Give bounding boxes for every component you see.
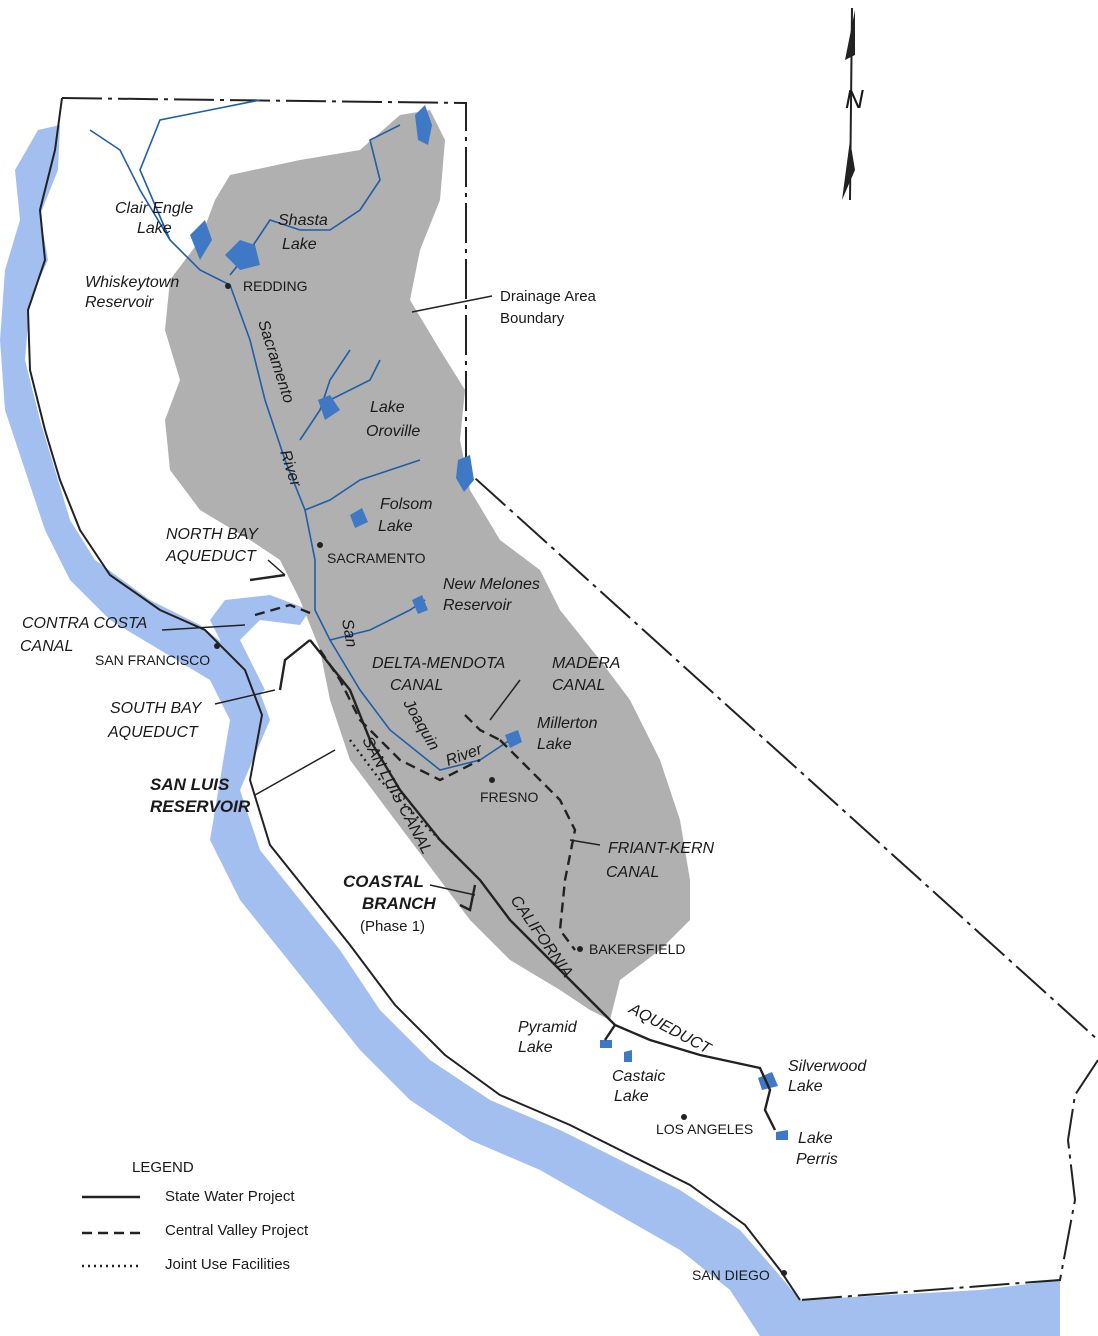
joint-use-lines <box>349 739 461 861</box>
oroville-label-2: Oroville <box>366 423 420 440</box>
coastal-branch-label-1: COASTAL <box>343 872 424 891</box>
new-melones-shape <box>412 595 428 614</box>
coastal-branch-line <box>459 884 477 912</box>
south-bay-aqueduct-line <box>278 639 311 691</box>
friant-kern-canal-line <box>499 739 577 951</box>
folsom-label-1: Folsom <box>380 496 432 513</box>
madera-canal-line <box>464 714 501 742</box>
madera-label-1: MADERA <box>552 655 620 672</box>
millerton-label-1: Millerton <box>537 715 598 732</box>
tahoe-lake-shape <box>456 455 474 492</box>
south-bay-label-1: SOUTH BAY <box>110 700 203 717</box>
aqueduct-label: AQUEDUCT <box>625 1000 714 1058</box>
pyramid-branch-line <box>604 1024 616 1041</box>
north-bay-label-2: AQUEDUCT <box>165 548 257 565</box>
city-dots <box>214 283 787 1276</box>
perris-label-2: Perris <box>796 1151 838 1168</box>
new-melones-label-2: Reservoir <box>443 597 512 614</box>
millerton-lake-shape <box>505 730 522 748</box>
sacramento-label: SACRAMENTO <box>327 550 426 566</box>
north-bay-aqueduct-line <box>249 573 286 582</box>
north-arrow: N <box>842 7 864 201</box>
san-diego-label: SAN DIEGO <box>692 1267 770 1283</box>
pyramid-label-1: Pyramid <box>518 1019 578 1036</box>
legend-item-state: State Water Project <box>165 1188 295 1205</box>
contra-costa-label-2: CANAL <box>20 638 73 655</box>
whiskeytown-label-2: Reservoir <box>85 294 154 311</box>
castaic-lake-shape <box>624 1050 632 1062</box>
clair-engle-label-1: Clair Engle <box>115 200 193 217</box>
clair-engle-lake-shape <box>190 220 212 260</box>
south-bay-label-2: AQUEDUCT <box>107 724 199 741</box>
contra-costa-canal-line <box>254 603 316 617</box>
legend-item-joint: Joint Use Facilities <box>165 1256 290 1273</box>
madera-label-2: CANAL <box>552 677 605 694</box>
friant-kern-label-1: FRIANT-KERN <box>608 840 715 857</box>
folsom-lake-shape <box>350 508 368 528</box>
folsom-label-2: Lake <box>378 518 413 535</box>
shasta-lake-shape <box>225 240 260 270</box>
lakes <box>190 105 788 1140</box>
drainage-area <box>165 110 690 1020</box>
whiskeytown-label-1: Whiskeytown <box>85 274 179 291</box>
contra-costa-label-1: CONTRA COSTA <box>22 615 147 632</box>
silverwood-label-1: Silverwood <box>788 1058 867 1075</box>
california-aqueduct-line <box>309 639 777 1131</box>
north-letter: N <box>845 84 864 114</box>
san-luis-canal-line <box>349 739 461 861</box>
perris-lake-shape <box>776 1130 788 1140</box>
delta-mendota-label-1: DELTA-MENDOTA <box>372 655 505 672</box>
legend: LEGEND State Water Project Central Valle… <box>82 1159 309 1273</box>
coastal-branch-label-2: BRANCH <box>362 894 436 913</box>
san-luis-reservoir-label-1: SAN LUIS <box>150 775 230 794</box>
san-francisco-label: SAN FRANCISCO <box>95 652 210 668</box>
pyramid-label-2: Lake <box>518 1039 553 1056</box>
san-river-label: San <box>338 618 360 649</box>
coastline <box>26 97 801 1301</box>
pyramid-lake-shape <box>600 1040 612 1048</box>
millerton-label-2: Lake <box>537 736 572 753</box>
friant-kern-label-2: CANAL <box>606 864 659 881</box>
state-outline <box>61 97 1098 1301</box>
fresno-label: FRESNO <box>480 789 538 805</box>
perris-label-1: Lake <box>798 1130 833 1147</box>
facility-lines <box>249 573 777 1131</box>
san-luis-reservoir-label-2: RESERVOIR <box>150 797 251 816</box>
goose-lake-shape <box>415 105 432 145</box>
san-francisco-bay <box>210 595 310 700</box>
bakersfield-label: BAKERSFIELD <box>589 941 685 957</box>
los-angeles-label: LOS ANGELES <box>656 1121 753 1137</box>
clair-engle-label-2: Lake <box>137 220 172 237</box>
leader-lines <box>161 295 601 896</box>
legend-item-cvp: Central Valley Project <box>165 1222 309 1239</box>
shasta-label-1: Shasta <box>278 212 328 229</box>
shasta-label-2: Lake <box>282 236 317 253</box>
drainage-label-1: Drainage Area <box>500 288 597 305</box>
redding-label: REDDING <box>243 278 308 294</box>
oroville-label-1: Lake <box>370 399 405 416</box>
silverwood-label-2: Lake <box>788 1078 823 1095</box>
coastal-branch-label-3: (Phase 1) <box>360 918 425 935</box>
cvp-lines <box>254 603 577 951</box>
new-melones-label-1: New Melones <box>443 576 540 593</box>
castaic-label-1: Castaic <box>612 1068 665 1085</box>
oroville-lake-shape <box>318 395 340 420</box>
delta-mendota-label-2: CANAL <box>390 677 443 694</box>
north-bay-label-1: NORTH BAY <box>166 526 259 543</box>
drainage-label-2: Boundary <box>500 310 565 327</box>
castaic-label-2: Lake <box>614 1088 649 1105</box>
legend-title: LEGEND <box>132 1159 194 1176</box>
